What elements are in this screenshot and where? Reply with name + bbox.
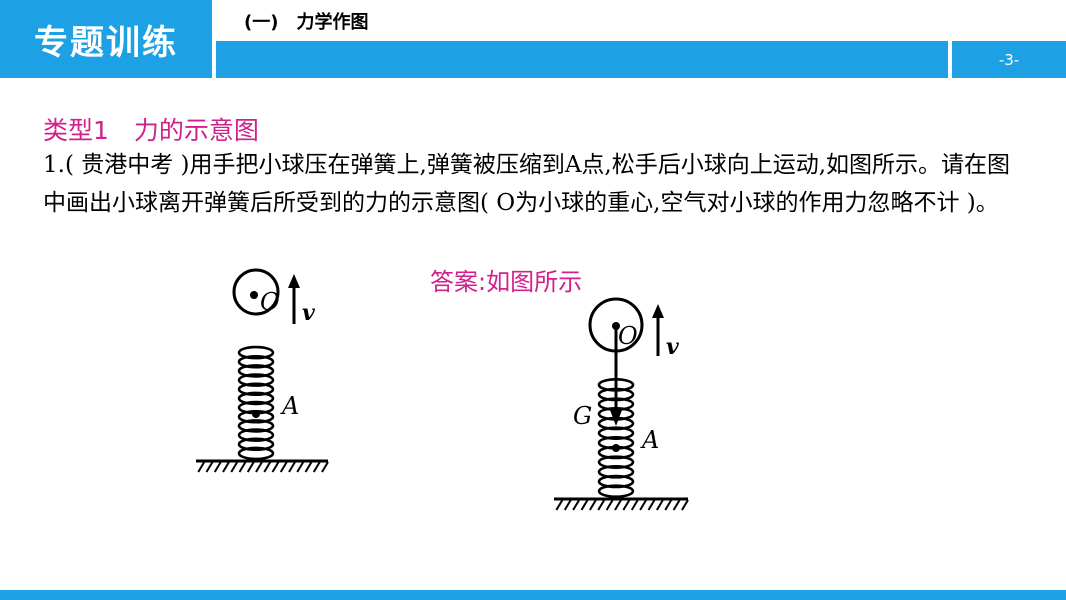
spring-coil — [237, 446, 275, 461]
spring-coil — [237, 345, 275, 360]
center-label: O — [260, 288, 280, 316]
hatch-line — [321, 461, 329, 473]
hatch-line — [197, 461, 206, 473]
spring-coil — [237, 419, 275, 433]
hatch-line — [271, 461, 280, 473]
hatch-line — [630, 499, 639, 511]
hatch-line — [304, 461, 313, 473]
hatch-line — [255, 461, 263, 473]
hatch-line — [647, 499, 656, 511]
hatch-line — [563, 499, 572, 511]
spring-coil — [597, 426, 635, 440]
hatch-line — [681, 499, 689, 511]
hatch-line — [580, 499, 589, 511]
center-dot — [250, 291, 258, 299]
ball — [232, 268, 280, 316]
spring-coil — [597, 465, 635, 479]
force-label: G — [573, 402, 592, 430]
hatch-line — [597, 499, 606, 511]
hatch-line — [222, 461, 230, 473]
hatch-line — [614, 499, 622, 511]
spring-coil — [237, 364, 275, 378]
hatch-line — [312, 461, 321, 473]
spring-coil — [237, 391, 275, 406]
spring-coil — [597, 455, 635, 469]
velocity-arrowhead — [652, 304, 664, 318]
point-a-dot — [252, 410, 260, 418]
velocity-label: v — [302, 300, 315, 326]
hatch-line — [664, 499, 673, 511]
spring-coil — [597, 474, 635, 489]
ground-hatching — [197, 461, 329, 473]
header-title-box: 专题训练 — [0, 0, 212, 78]
question-text: 1.( 贵港中考 )用手把小球压在弹簧上,弹簧被压缩到A点,松手后小球向上运动,… — [43, 152, 1011, 216]
center-label: O — [618, 322, 638, 350]
hatch-line — [572, 499, 580, 511]
hatch-line — [205, 461, 214, 473]
header-title: 专题训练 — [34, 22, 178, 63]
type-heading: 类型1 力的示意图 — [43, 116, 259, 145]
hatch-line — [622, 499, 631, 511]
figure-left: O v A — [196, 268, 329, 473]
point-a-label: A — [280, 392, 299, 420]
velocity-label: v — [666, 334, 679, 360]
hatch-line — [246, 461, 255, 473]
spring-coil — [237, 428, 275, 442]
hatch-line — [288, 461, 296, 473]
hatch-line — [605, 499, 614, 511]
spring-coil — [237, 354, 275, 369]
hatch-line — [230, 461, 239, 473]
spring — [237, 345, 275, 461]
spring-coil — [237, 382, 275, 397]
hatch-line — [656, 499, 664, 511]
gravity-arrowhead — [610, 410, 622, 426]
hatch-line — [555, 499, 564, 511]
point-a-label: A — [640, 426, 659, 454]
hatch-line — [238, 461, 247, 473]
ground-hatching — [555, 499, 689, 511]
hatch-line — [296, 461, 305, 473]
answer-text: 答案:如图所示 — [430, 268, 583, 296]
figure-right: O v G A — [554, 297, 689, 511]
hatch-line — [639, 499, 647, 511]
section-title: (一) 力学作图 — [244, 12, 369, 33]
hatch-line — [263, 461, 272, 473]
point-a-dot — [612, 444, 620, 452]
velocity-arrowhead — [288, 274, 300, 288]
hatch-line — [213, 461, 222, 473]
hatch-line — [589, 499, 597, 511]
page-number: -3- — [998, 50, 1020, 69]
header-bar — [216, 41, 948, 78]
page-number-box: -3- — [952, 41, 1066, 78]
footer-bar — [0, 590, 1066, 600]
center-dot — [612, 322, 620, 330]
spring-coil — [237, 437, 275, 452]
spring-coil — [237, 373, 275, 387]
spring-coil — [597, 484, 635, 498]
hatch-line — [279, 461, 288, 473]
hatch-line — [672, 499, 681, 511]
